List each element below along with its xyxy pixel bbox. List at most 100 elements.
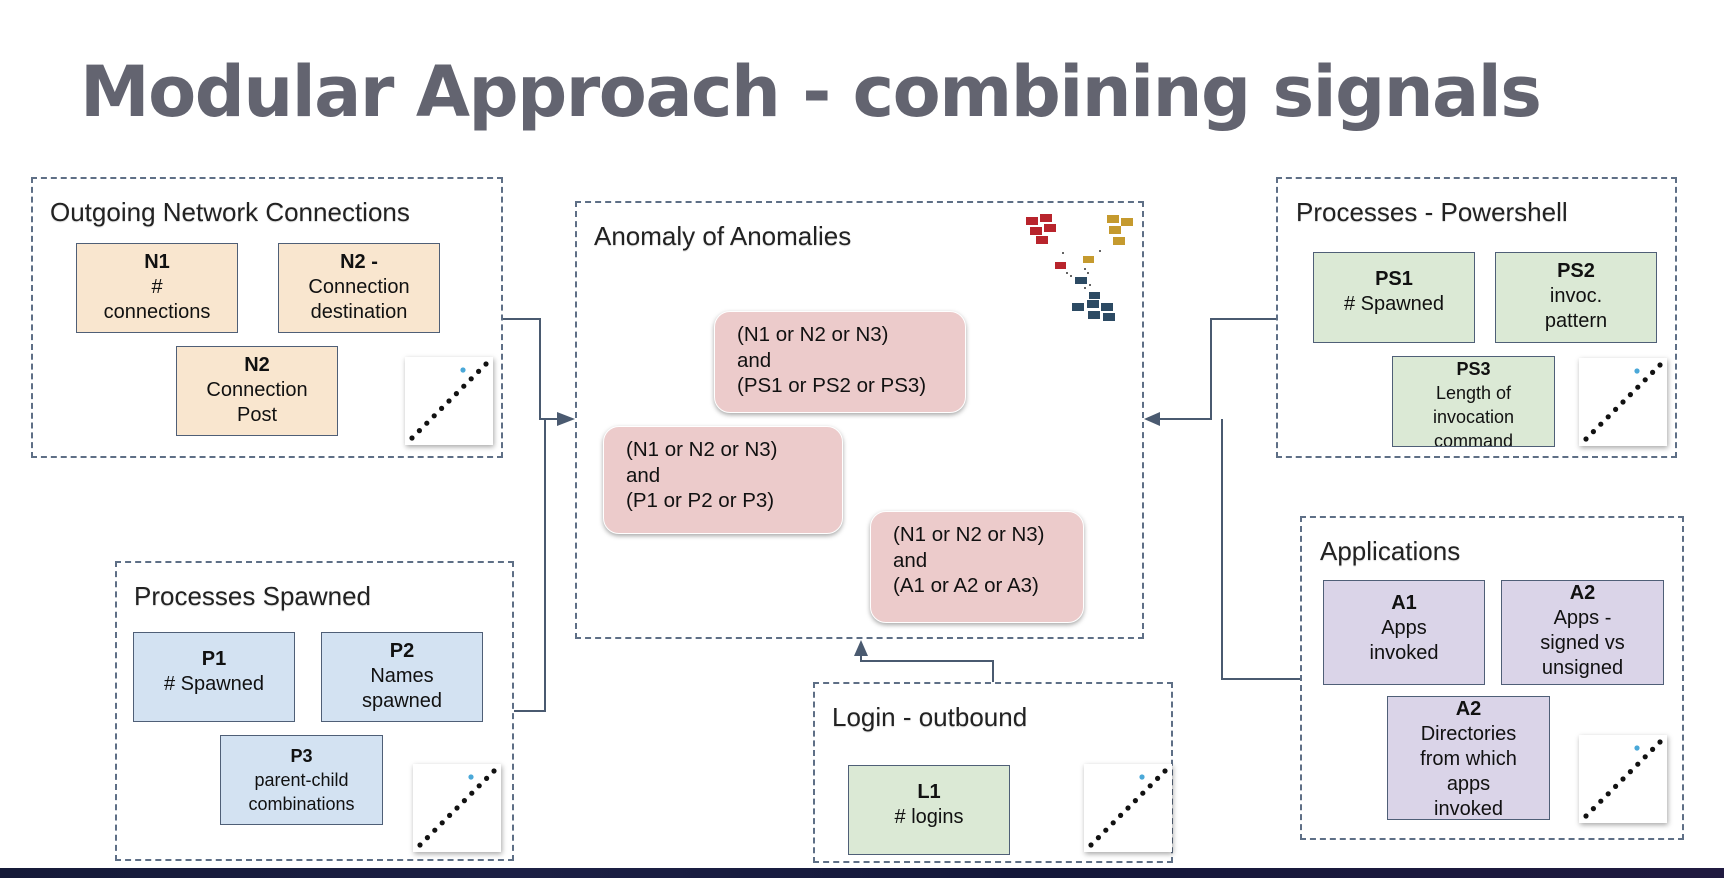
scatter-point	[1598, 421, 1604, 427]
scatter-point	[1155, 775, 1161, 781]
group-title: Login - outbound	[832, 702, 1028, 732]
scatter-point	[468, 376, 474, 382]
outlier-point	[460, 367, 466, 373]
signal-line: unsigned	[1541, 657, 1624, 679]
scatter-point	[1657, 362, 1663, 368]
signal-line: pattern	[1544, 310, 1608, 332]
page-title: Modular Approach - combining signals	[80, 51, 1542, 133]
scatter-point	[439, 820, 445, 826]
signal-line: destination	[310, 301, 408, 323]
scatter-point	[1605, 414, 1611, 420]
rule-line: (PS1 or PS2 or PS3)	[737, 374, 927, 397]
scatter-point	[1657, 739, 1663, 745]
signal-line: #	[151, 276, 163, 298]
mini-scatter-plot	[1084, 764, 1172, 852]
anomaly-of-anomalies-group: Anomaly of Anomalies (N1 or N2 or N3) an…	[575, 201, 1144, 639]
scatter-point	[446, 398, 452, 404]
rule-line: (N1 or N2 or N3)	[893, 523, 1045, 546]
signal-box-ps3: PS3 Length of invocation command	[1392, 356, 1555, 447]
signal-id: N2	[244, 354, 270, 376]
scatter-point	[469, 790, 475, 796]
scatter-point	[424, 835, 430, 841]
outlier-point	[468, 774, 474, 780]
group-title: Applications	[1320, 536, 1461, 566]
scatter-point	[409, 435, 415, 441]
rule-line: (N1 or N2 or N3)	[626, 438, 778, 461]
rule-line: (A1 or A2 or A3)	[893, 574, 1039, 597]
signal-line: invoked	[1434, 798, 1503, 820]
signal-line: Connection	[206, 379, 308, 401]
arrow-head-icon	[557, 412, 575, 426]
scatter-point	[453, 391, 459, 397]
scatter-point	[1140, 790, 1146, 796]
scatter-point	[476, 368, 482, 374]
rule-line: (N1 or N2 or N3)	[737, 323, 889, 346]
signal-line: from which	[1420, 748, 1517, 770]
mini-scatter-plot	[405, 357, 493, 445]
rule-line: and	[893, 548, 928, 572]
signal-id: A2	[1455, 698, 1482, 720]
group-title: Processes - Powershell	[1296, 197, 1568, 227]
scatter-point	[1583, 436, 1589, 442]
rule-network-applications: (N1 or N2 or N3) and (A1 or A2 or A3)	[870, 511, 1084, 623]
arrow-head-icon	[1144, 412, 1160, 426]
signal-id: A1	[1391, 592, 1417, 614]
signal-id: N1	[144, 251, 170, 273]
anomaly-cluster-icon	[1026, 214, 1133, 321]
scatter-point	[1590, 806, 1596, 812]
signal-box-a2-directories: A2 Directories from which apps invoked	[1387, 696, 1550, 820]
scatter-point	[1642, 377, 1648, 383]
signal-box-n2-destination: N2 - Connection destination	[278, 243, 440, 333]
scatter-point	[1095, 835, 1101, 841]
scatter-point	[1118, 812, 1124, 818]
signal-line: apps	[1446, 773, 1491, 795]
outlier-point	[1139, 774, 1145, 780]
footer-bar	[0, 868, 1724, 878]
scatter-point	[1147, 783, 1153, 789]
scatter-point	[1125, 805, 1131, 811]
group-title: Anomaly of Anomalies	[594, 221, 852, 251]
scatter-point	[1627, 769, 1633, 775]
scatter-point	[1627, 392, 1633, 398]
scatter-point	[484, 775, 490, 781]
scatter-point	[1642, 754, 1648, 760]
signal-box-a1: A1 Apps invoked	[1323, 580, 1485, 685]
signal-id: A2	[1569, 582, 1596, 604]
mini-scatter-plot	[413, 764, 501, 852]
group-title: Outgoing Network Connections	[50, 197, 410, 227]
scatter-point	[461, 798, 467, 804]
signal-line: Post	[236, 404, 278, 426]
signal-box-a2-signed: A2 Apps - signed vs unsigned	[1501, 580, 1664, 685]
scatter-point	[1635, 384, 1641, 390]
scatter-point	[1132, 798, 1138, 804]
scatter-point	[1613, 783, 1619, 789]
signal-line: invoc.	[1549, 285, 1603, 307]
signal-id: PS1	[1375, 268, 1413, 290]
signal-box-n1: N1 # connections	[76, 243, 238, 333]
scatter-point	[1162, 768, 1168, 774]
signal-line: # Spawned	[1343, 293, 1445, 315]
scatter-point	[483, 361, 489, 367]
arrow-head-icon	[854, 640, 868, 656]
mini-scatter-plot	[1579, 358, 1667, 446]
scatter-point	[417, 842, 423, 848]
scatter-point	[1110, 820, 1116, 826]
scatter-point	[447, 812, 453, 818]
signal-box-l1: L1 # logins	[848, 765, 1010, 855]
scatter-point	[1620, 399, 1626, 405]
rule-network-processes: (N1 or N2 or N3) and (P1 or P2 or P3)	[603, 426, 843, 534]
signal-line: Connection	[308, 276, 410, 298]
signal-id: PS3	[1456, 359, 1491, 379]
signal-line: signed vs	[1540, 632, 1625, 654]
rule-line: (P1 or P2 or P3)	[626, 489, 775, 512]
scatter-point	[1598, 798, 1604, 804]
scatter-point	[416, 428, 422, 434]
scatter-point	[1590, 429, 1596, 435]
signal-line: Apps	[1381, 617, 1427, 639]
signal-line: Names	[370, 665, 434, 687]
scatter-point	[432, 827, 438, 833]
scatter-point	[1635, 761, 1641, 767]
signal-id: PS2	[1557, 260, 1595, 282]
scatter-point	[431, 413, 437, 419]
